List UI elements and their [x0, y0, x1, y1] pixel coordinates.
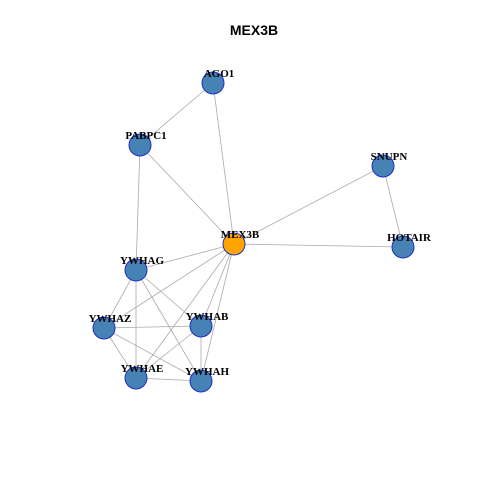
node-snupn[interactable]: SNUPN: [371, 151, 408, 178]
edge-mex3b-hotair: [233, 243, 404, 248]
edge-ywhag-ywhah: [135, 269, 202, 382]
node-circle[interactable]: [201, 71, 225, 95]
edge-mex3b-ywhah: [200, 243, 235, 382]
graph-title: MEX3B: [230, 22, 278, 38]
edge-ywhab-ywhae: [135, 325, 202, 379]
edge-mex3b-ywhag: [135, 243, 235, 271]
node-ywhag[interactable]: YWHAG: [120, 255, 164, 282]
node-label: PABPC1: [125, 130, 166, 142]
node-hotair[interactable]: HOTAIR: [387, 232, 432, 259]
node-label: YWHAG: [120, 255, 164, 267]
node-mex3b[interactable]: MEX3B: [221, 229, 260, 256]
node-label: YWHAZ: [89, 313, 132, 325]
edge-ywhag-ywhab: [135, 269, 202, 327]
node-circle[interactable]: [128, 133, 152, 157]
node-circle[interactable]: [189, 314, 213, 338]
edge-ywhaz-ywhab: [103, 325, 202, 329]
edge-ago1-pabpc1: [139, 82, 214, 146]
node-circle[interactable]: [124, 258, 148, 282]
edge-ywhaz-ywhah: [103, 327, 202, 382]
node-pabpc1[interactable]: PABPC1: [125, 130, 167, 157]
edge-mex3b-ywhab: [200, 243, 235, 327]
edge-pabpc1-mex3b: [139, 144, 235, 245]
node-ago1[interactable]: AGO1: [201, 68, 235, 95]
node-ywhah[interactable]: YWHAH: [185, 366, 229, 393]
node-ywhae[interactable]: YWHAE: [121, 363, 164, 390]
node-circle[interactable]: [92, 316, 116, 340]
edge-mex3b-ywhae: [135, 243, 235, 379]
node-label: YWHAB: [186, 311, 229, 323]
node-label: HOTAIR: [387, 232, 432, 244]
edge-mex3b-ywhaz: [103, 243, 235, 329]
node-label: YWHAH: [185, 366, 229, 378]
node-label: YWHAE: [121, 363, 164, 375]
node-circle[interactable]: [391, 235, 415, 259]
node-circle[interactable]: [371, 154, 395, 178]
node-circle[interactable]: [124, 366, 148, 390]
node-ywhaz[interactable]: YWHAZ: [89, 313, 132, 340]
edge-ago1-mex3b: [212, 82, 235, 245]
node-circle[interactable]: [222, 232, 246, 256]
edge-snupn-hotair: [382, 165, 404, 248]
node-label: SNUPN: [371, 151, 408, 163]
edge-pabpc1-ywhag: [135, 144, 141, 271]
node-label: MEX3B: [221, 229, 260, 241]
node-circle[interactable]: [189, 369, 213, 393]
edge-snupn-mex3b: [233, 165, 384, 245]
node-label: AGO1: [204, 68, 235, 80]
node-ywhab[interactable]: YWHAB: [186, 311, 229, 338]
